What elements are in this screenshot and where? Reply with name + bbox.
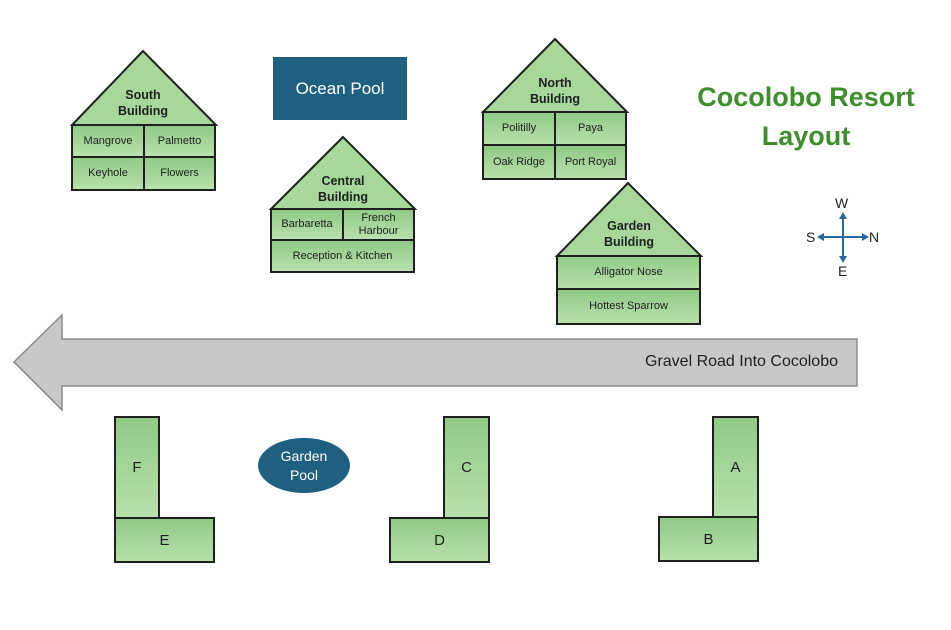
lot-label: A: [730, 458, 741, 476]
north-building-name-line1: North: [538, 76, 572, 90]
room-label: Mangrove: [83, 134, 133, 147]
room-label: Hottest Sparrow: [589, 300, 668, 313]
resort-title: Cocolobo Resort Layout: [680, 78, 932, 156]
room-port-royal: Port Royal: [554, 144, 627, 180]
lot-label: D: [434, 531, 445, 549]
room-label: Barbaretta: [281, 218, 333, 231]
room-barbaretta: Barbaretta: [270, 208, 344, 241]
room-label: Palmetto: [157, 134, 202, 147]
south-building-name-line1: South: [125, 88, 161, 102]
lot-f: F: [114, 416, 160, 519]
title-line-1: Cocolobo Resort: [697, 82, 915, 112]
compass-south-label: S: [806, 229, 816, 245]
room-mangrove: Mangrove: [71, 124, 145, 158]
garden-building-name-line1: Garden: [607, 219, 651, 233]
gravel-road-arrow: [12, 313, 858, 412]
room-label: Reception & Kitchen: [292, 249, 393, 262]
room-label: Alligator Nose: [594, 266, 663, 279]
garden-pool-label-1: Garden: [280, 448, 328, 465]
lot-e: E: [114, 517, 215, 563]
central-building-name-line2: Building: [318, 189, 368, 204]
lot-label: F: [132, 459, 142, 476]
room-label: Oak Ridge: [493, 155, 545, 168]
room-keyhole: Keyhole: [71, 156, 145, 191]
ocean-pool-label: Ocean Pool: [295, 78, 385, 98]
room-flowers: Flowers: [143, 156, 216, 191]
room-label: French Harbour: [358, 211, 399, 237]
room-label: Politilly: [501, 122, 537, 135]
ocean-pool: Ocean Pool: [273, 57, 407, 120]
room-label: Keyhole: [88, 167, 128, 180]
room-label: Port Royal: [564, 155, 617, 168]
room-paya: Paya: [554, 111, 627, 146]
south-building-name-line2: Building: [118, 103, 168, 118]
room-hottest-sparrow: Hottest Sparrow: [556, 288, 701, 325]
south-building-name: South Building: [103, 88, 183, 119]
central-building-name-line1: Central: [321, 174, 365, 188]
north-building-name-line2: Building: [530, 91, 580, 106]
garden-building-name: Garden Building: [589, 219, 669, 250]
garden-pool-label-2: Pool: [289, 466, 318, 483]
compass-east-label: E: [838, 263, 848, 279]
road-label: Gravel Road Into Cocolobo: [645, 353, 838, 370]
room-label: Paya: [577, 122, 604, 135]
lot-d: D: [389, 517, 490, 563]
room-alligator-nose: Alligator Nose: [556, 255, 701, 290]
room-oak-ridge: Oak Ridge: [482, 144, 556, 180]
lot-c: C: [443, 416, 490, 519]
compass-west-label: W: [835, 195, 849, 211]
room-reception-kitchen: Reception & Kitchen: [270, 239, 415, 273]
north-building-name: North Building: [515, 76, 595, 107]
compass-icon: [817, 212, 869, 263]
room-french-harbour: French Harbour: [342, 208, 415, 241]
lot-a: A: [712, 416, 759, 518]
lot-label: B: [703, 530, 714, 548]
room-palmetto: Palmetto: [143, 124, 216, 158]
lot-label: E: [159, 531, 170, 549]
room-label: Flowers: [160, 167, 199, 180]
title-line-2: Layout: [761, 121, 851, 152]
lot-b: B: [658, 516, 759, 562]
garden-building-name-line2: Building: [604, 234, 654, 249]
lot-label: C: [461, 459, 472, 476]
room-politilly: Politilly: [482, 111, 556, 146]
central-building-name: Central Building: [303, 174, 383, 205]
compass-north-label: N: [869, 229, 880, 245]
garden-pool: Garden Pool: [258, 438, 350, 493]
